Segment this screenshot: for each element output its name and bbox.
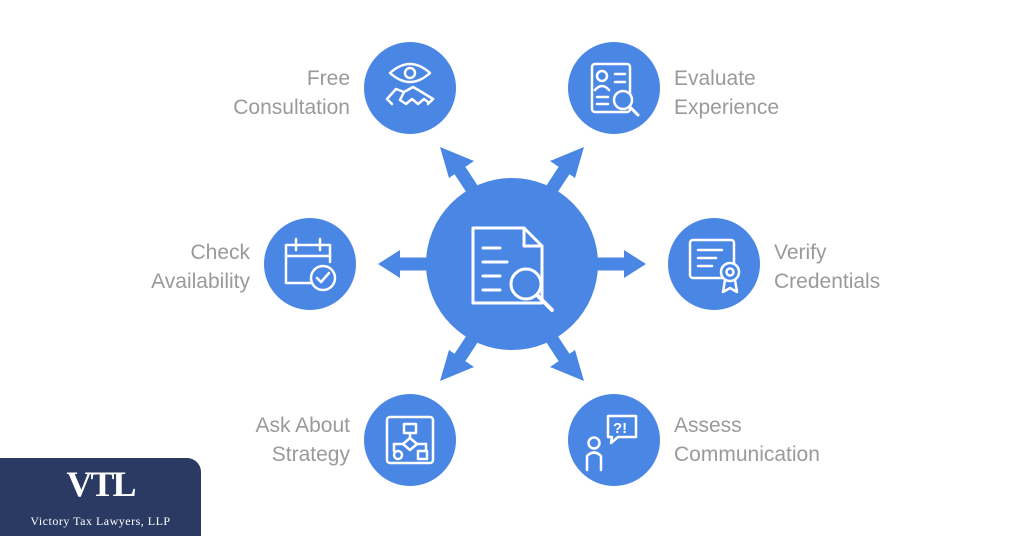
label-line: Availability	[151, 270, 250, 293]
label-line: Ask About	[255, 414, 350, 437]
calendar-check-icon	[284, 237, 337, 292]
node-label-assess-communication: Assess Communication	[674, 411, 820, 469]
node-label-ask-about-strategy: Ask About Strategy	[255, 411, 350, 469]
person-speech-icon: ?!	[585, 414, 638, 472]
arrow-to-check-availability	[378, 250, 434, 278]
label-line: Experience	[674, 96, 780, 119]
label-line: Consultation	[233, 96, 350, 119]
label-line: Assess	[674, 414, 742, 437]
certificate-icon	[688, 238, 741, 294]
label-line: Credentials	[774, 270, 881, 293]
label-line: Evaluate	[674, 67, 756, 90]
label-line: Check	[190, 241, 250, 264]
resume-search-icon	[590, 62, 640, 117]
center-node	[426, 178, 598, 350]
node-label-verify-credentials: Verify Credentials	[774, 238, 880, 296]
ask-about-strategy-node	[364, 394, 456, 486]
node-label-check-availability: Check Availability	[151, 238, 250, 296]
label-line: Verify	[774, 241, 827, 264]
label-line: Strategy	[271, 443, 350, 466]
arrow-to-assess-communication	[542, 329, 584, 381]
label-line: Free	[306, 67, 350, 90]
logo-mark: VTL	[66, 464, 136, 504]
logo-firm-name: Victory Tax Lawyers, LLP	[30, 514, 171, 528]
flowchart-icon	[385, 415, 435, 465]
verify-credentials-node	[668, 218, 760, 310]
document-search-icon	[471, 226, 554, 312]
arrow-to-ask-about-strategy	[440, 329, 482, 381]
node-label-evaluate-experience: Evaluate Experience	[674, 64, 779, 122]
node-label-free-consultation: Free Consultation	[233, 64, 350, 122]
svg-text:?!: ?!	[613, 420, 627, 437]
arrow-to-verify-credentials	[590, 250, 646, 278]
arrow-to-evaluate-experience	[542, 147, 584, 199]
label-line: Communication	[674, 443, 820, 466]
evaluate-experience-node	[568, 42, 660, 134]
check-availability-node	[264, 218, 356, 310]
eye-handshake-icon	[385, 62, 435, 106]
firm-logo: VTL Victory Tax Lawyers, LLP	[0, 458, 201, 536]
arrow-to-free-consultation	[440, 147, 482, 199]
